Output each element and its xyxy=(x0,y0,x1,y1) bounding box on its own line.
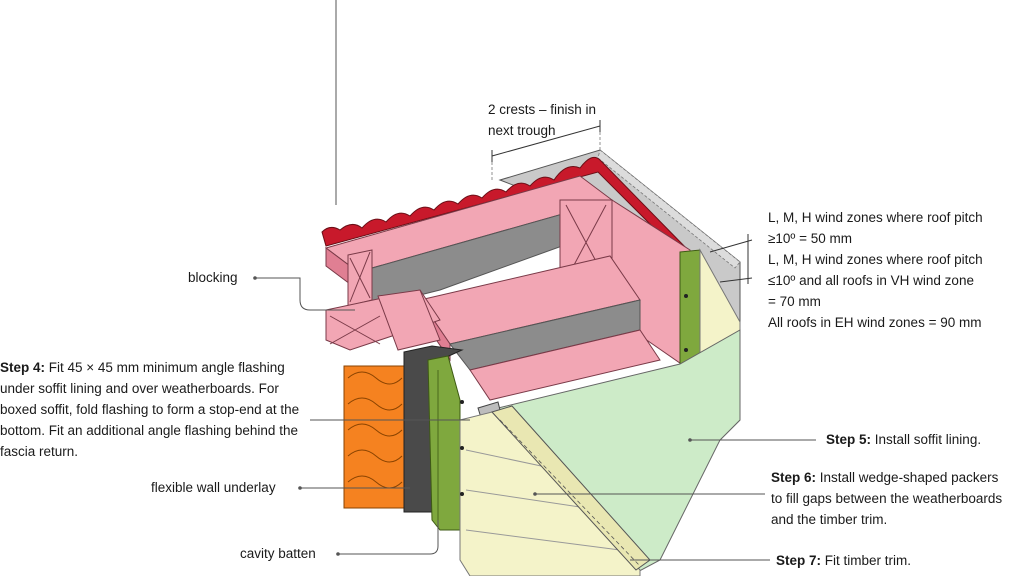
leader-lines xyxy=(255,277,816,561)
ceiling-joist-2 xyxy=(469,329,661,401)
roof-edge-dashed xyxy=(597,149,741,269)
cavity-batten-label: cavity batten xyxy=(240,546,316,561)
roof-sheet xyxy=(321,156,691,261)
wall-insulation xyxy=(343,365,405,509)
step4-label: Step 4: Fit 45 × 45 mm minimum angle fla… xyxy=(0,360,300,459)
blocking-label: blocking xyxy=(188,270,238,285)
leader-batten xyxy=(338,520,439,555)
crests-label: 2 crests – finish in next trough xyxy=(488,102,597,138)
flexible-wall-underlay-label: flexible wall underlay xyxy=(151,480,276,495)
crest-dimension xyxy=(491,125,601,157)
wind-zone-label: L, M, H wind zones where roof pitch ≥10º… xyxy=(768,210,983,330)
cavity-batten xyxy=(427,355,461,531)
leader-blocking xyxy=(255,277,355,311)
step6-label: Step 6: Install wedge-shaped packers to … xyxy=(771,470,1003,527)
step5-label: Step 5: Install soffit lining. xyxy=(826,432,982,447)
step7-label: Step 7: Fit timber trim. xyxy=(776,553,912,568)
